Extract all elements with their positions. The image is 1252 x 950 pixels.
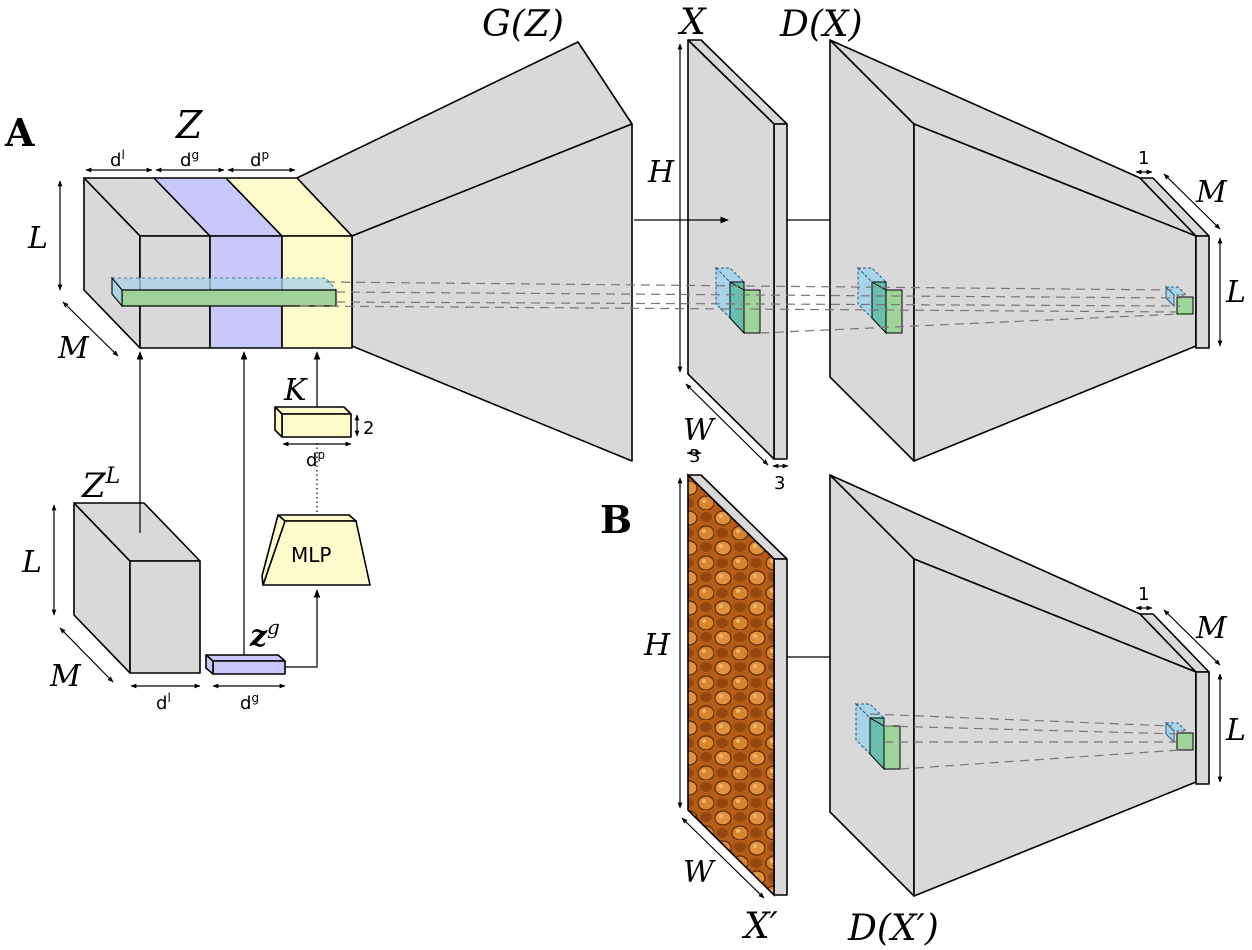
z-receptive-slab-front bbox=[121, 289, 337, 307]
discriminator-network-b bbox=[829, 474, 1210, 897]
zl-l-label: L bbox=[21, 545, 42, 580]
z-m-label: M bbox=[57, 331, 90, 366]
dg-bottom-label: dg bbox=[240, 691, 259, 714]
dl-top-label: dl bbox=[110, 148, 125, 171]
receptive-field-lines-a bbox=[299, 281, 1181, 334]
dx-prime-label: D(X′) bbox=[847, 908, 939, 949]
receptive-field-lines-b bbox=[869, 713, 1181, 770]
k-tensor bbox=[274, 406, 352, 438]
discriminator-network-a bbox=[829, 39, 1210, 462]
dp-k-label: dp bbox=[306, 448, 325, 471]
dp-top-label: dp bbox=[250, 148, 269, 171]
generator-label-text: G(Z) bbox=[482, 4, 564, 45]
z-l-label: L bbox=[27, 221, 48, 256]
dx-output-cell bbox=[1164, 285, 1194, 315]
x-receptive-block bbox=[714, 266, 761, 335]
dxp-output-cell bbox=[1164, 721, 1194, 751]
x-h-label: H bbox=[647, 155, 675, 190]
z-receptive-slab-side bbox=[111, 276, 123, 308]
zg-label: zg bbox=[249, 615, 280, 654]
z-label: Z bbox=[175, 103, 203, 147]
mlp-block[interactable] bbox=[261, 514, 371, 586]
generated-image-x bbox=[687, 39, 788, 460]
z-tensor bbox=[83, 177, 353, 349]
dx-receptive-block bbox=[856, 266, 903, 335]
dx-one-label: 1 bbox=[1138, 148, 1149, 169]
zl-label: ZL bbox=[81, 464, 120, 506]
dx-l-label: L bbox=[1225, 275, 1246, 310]
xp-h-label: H bbox=[643, 628, 671, 663]
xp-depth-label: 3 bbox=[689, 446, 700, 467]
zl-m-label: M bbox=[49, 659, 82, 694]
k-height-label: 2 bbox=[363, 418, 374, 439]
real-image-texture bbox=[687, 473, 775, 897]
zg-vector bbox=[205, 654, 286, 675]
dxp-one-label: 1 bbox=[1138, 584, 1149, 605]
xp-w-label: W bbox=[683, 855, 716, 890]
generator-label: G(Z) bbox=[482, 4, 564, 45]
dxp-m-label: M bbox=[1195, 611, 1228, 646]
x-prime-label: X′ bbox=[741, 906, 778, 947]
dg-top-label: dg bbox=[180, 148, 199, 171]
k-label: K bbox=[283, 373, 308, 408]
dxp-l-label: L bbox=[1225, 713, 1246, 748]
dl-bottom-label: dl bbox=[156, 691, 171, 714]
generator-network bbox=[296, 41, 633, 462]
zl-tensor bbox=[73, 502, 201, 674]
panel-label-a: A bbox=[4, 110, 35, 155]
dx-label: D(X) bbox=[779, 4, 863, 45]
x-depth-label: 3 bbox=[774, 473, 785, 494]
x-w-label: W bbox=[683, 413, 716, 448]
dx-m-label: M bbox=[1195, 175, 1228, 210]
mlp-label: MLP bbox=[291, 543, 331, 567]
x-label: X bbox=[677, 2, 707, 43]
z-receptive-slab-back bbox=[110, 277, 338, 291]
real-image-x-prime bbox=[687, 473, 788, 897]
panel-label-b: B bbox=[600, 497, 632, 542]
